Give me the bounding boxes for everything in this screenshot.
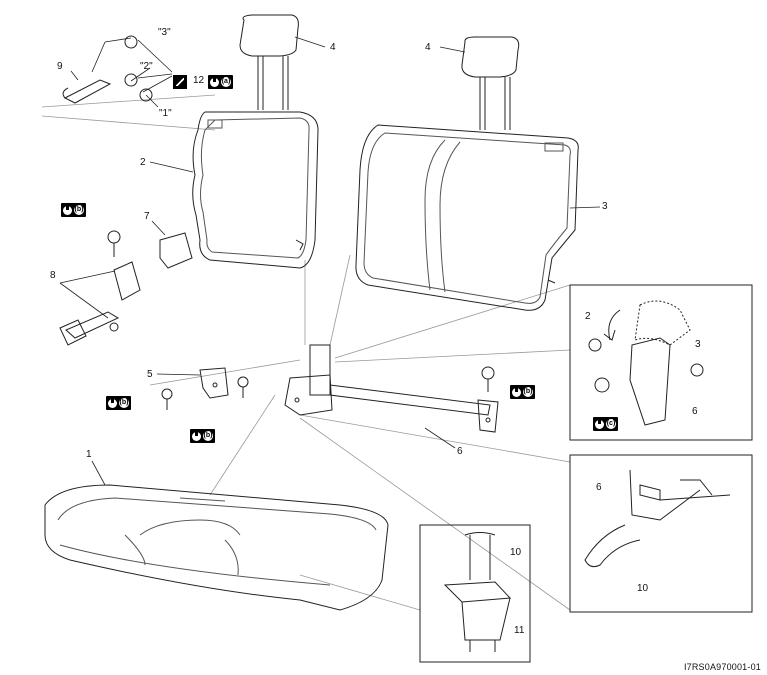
torque-wrench-icon [192, 430, 201, 441]
torque-badge-c-text: (c) [606, 419, 616, 429]
seatback-left [192, 111, 319, 269]
callout-quote-3: "3" [158, 27, 171, 38]
callout-2: 2 [140, 157, 146, 168]
detail-strap-contents [443, 532, 512, 652]
torque-badge-b1-text: (b) [74, 205, 84, 215]
seat-cushion [44, 484, 389, 611]
torque-wrench-icon [595, 418, 604, 429]
torque-wrench-icon [63, 204, 72, 215]
callout-quote-2: "2" [140, 61, 153, 72]
seat-hinge-frame [284, 344, 499, 433]
torque-badge-a: (a) [208, 75, 233, 89]
detail-callout-6-clip: 6 [596, 482, 602, 493]
callout-7: 7 [144, 211, 150, 222]
latch-9 [62, 79, 112, 104]
callout-4-left: 4 [330, 42, 336, 53]
torque-wrench-icon [210, 76, 219, 87]
callout-3: 3 [602, 201, 608, 212]
callout-12: 12 [193, 75, 205, 86]
headrest-right [461, 36, 520, 130]
torque-badge-a-text: (a) [221, 77, 231, 87]
torque-badge-b-right: (b) [510, 385, 535, 399]
detail-hinge-contents [588, 300, 704, 426]
torque-wrench-icon [512, 386, 521, 397]
torque-badge-b3-text: (b) [203, 431, 213, 441]
torque-badge-b-frame: (b) [190, 429, 215, 443]
leader-lines [41, 94, 571, 611]
detail-callout-3: 3 [695, 339, 701, 350]
callout-4-right: 4 [425, 42, 431, 53]
headrest-left [239, 14, 299, 110]
bolts [107, 35, 495, 410]
seatback-right [355, 124, 579, 311]
figure-code: I7RS0A970001-01 [683, 662, 761, 672]
detail-callout-10: 10 [510, 547, 522, 558]
torque-badge-b-bracket: (b) [106, 396, 131, 410]
torque-badge-b-bolt: (b) [61, 203, 86, 217]
torque-badge-b4-text: (b) [523, 387, 533, 397]
cover-7 [159, 232, 193, 269]
detail-callout-6: 6 [692, 406, 698, 417]
torque-badge-b2-text: (b) [119, 398, 129, 408]
callout-quote-1: "1" [159, 108, 172, 119]
callout-9: 9 [57, 61, 63, 72]
detail-callout-2: 2 [585, 311, 591, 322]
callout-leaders [59, 36, 601, 486]
seat-belt-buckle [59, 261, 141, 346]
detail-boxes [419, 284, 753, 663]
bracket-5 [199, 367, 229, 399]
detail-callout-11: 11 [514, 625, 525, 636]
callout-6: 6 [457, 446, 463, 457]
detail-clip-contents [584, 469, 731, 568]
callout-5: 5 [147, 369, 153, 380]
torque-badge-c: (c) [593, 417, 618, 431]
grease-icon [173, 75, 187, 89]
callout-8: 8 [50, 270, 56, 281]
callout-1: 1 [86, 449, 92, 460]
detail-callout-10-clip: 10 [637, 583, 649, 594]
torque-wrench-icon [108, 397, 117, 408]
